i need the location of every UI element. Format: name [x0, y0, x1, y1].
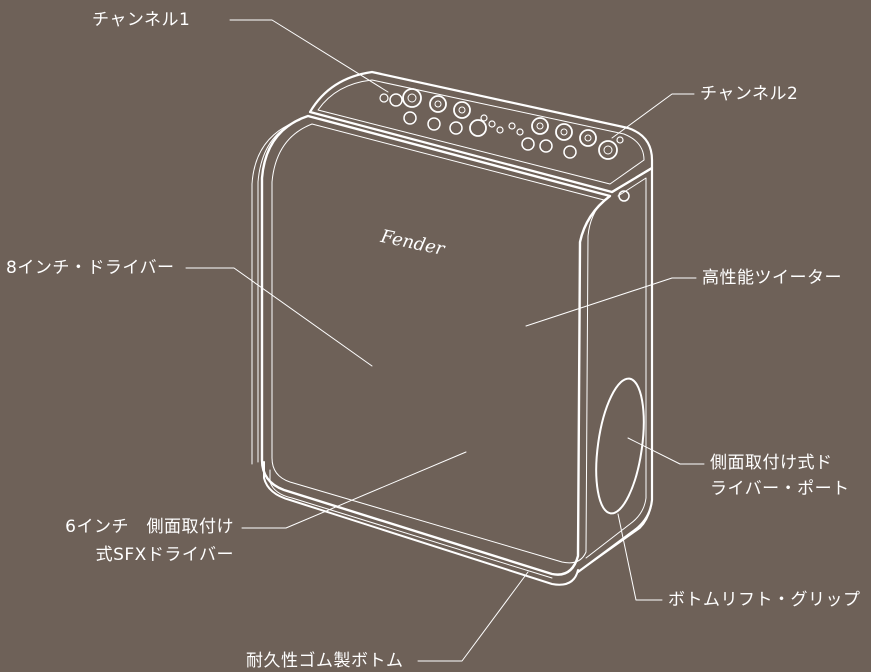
fender-logo: Fender: [378, 226, 448, 260]
callout-sfx-line2: 式SFXドライバー: [95, 545, 234, 565]
channel2-controls: [508, 117, 624, 160]
leader-sfx: [241, 451, 467, 529]
side-port: [595, 377, 645, 515]
leader-channel1: [229, 19, 389, 93]
top-panel-inner: [317, 79, 645, 185]
leader-side-port: [627, 437, 705, 465]
callout-sfx-line1: 6インチ 側面取付け: [65, 517, 234, 537]
callout-side-port-line2: ライバー・ポート: [710, 479, 850, 499]
leader-tweeter: [525, 277, 697, 327]
top-panel-outline: [308, 70, 654, 194]
callout-channel1: チャンネル1: [92, 10, 191, 30]
front-panel-outline: [260, 114, 612, 576]
rubber-bottom: [263, 461, 579, 586]
leader-bottom-grip: [617, 513, 663, 601]
leader-lines: [185, 19, 705, 662]
channel1-controls: [379, 88, 504, 137]
callout-tweeter: 高性能ツイーター: [702, 268, 842, 288]
front-panel-inner: [271, 123, 605, 564]
callout-driver8: 8インチ・ドライバー: [6, 258, 175, 278]
side-jack: [618, 190, 630, 202]
leader-channel2: [611, 93, 695, 139]
leader-rubber-bottom: [417, 571, 529, 662]
callout-rubber-bottom: 耐久性ゴム製ボトム: [246, 651, 404, 671]
callout-bottom-lift-grip: ボトムリフト・グリップ: [668, 590, 861, 610]
leader-driver8: [185, 267, 373, 367]
callout-channel2: チャンネル2: [700, 84, 799, 104]
callout-side-port-line1: 側面取付け式ド: [710, 453, 833, 473]
